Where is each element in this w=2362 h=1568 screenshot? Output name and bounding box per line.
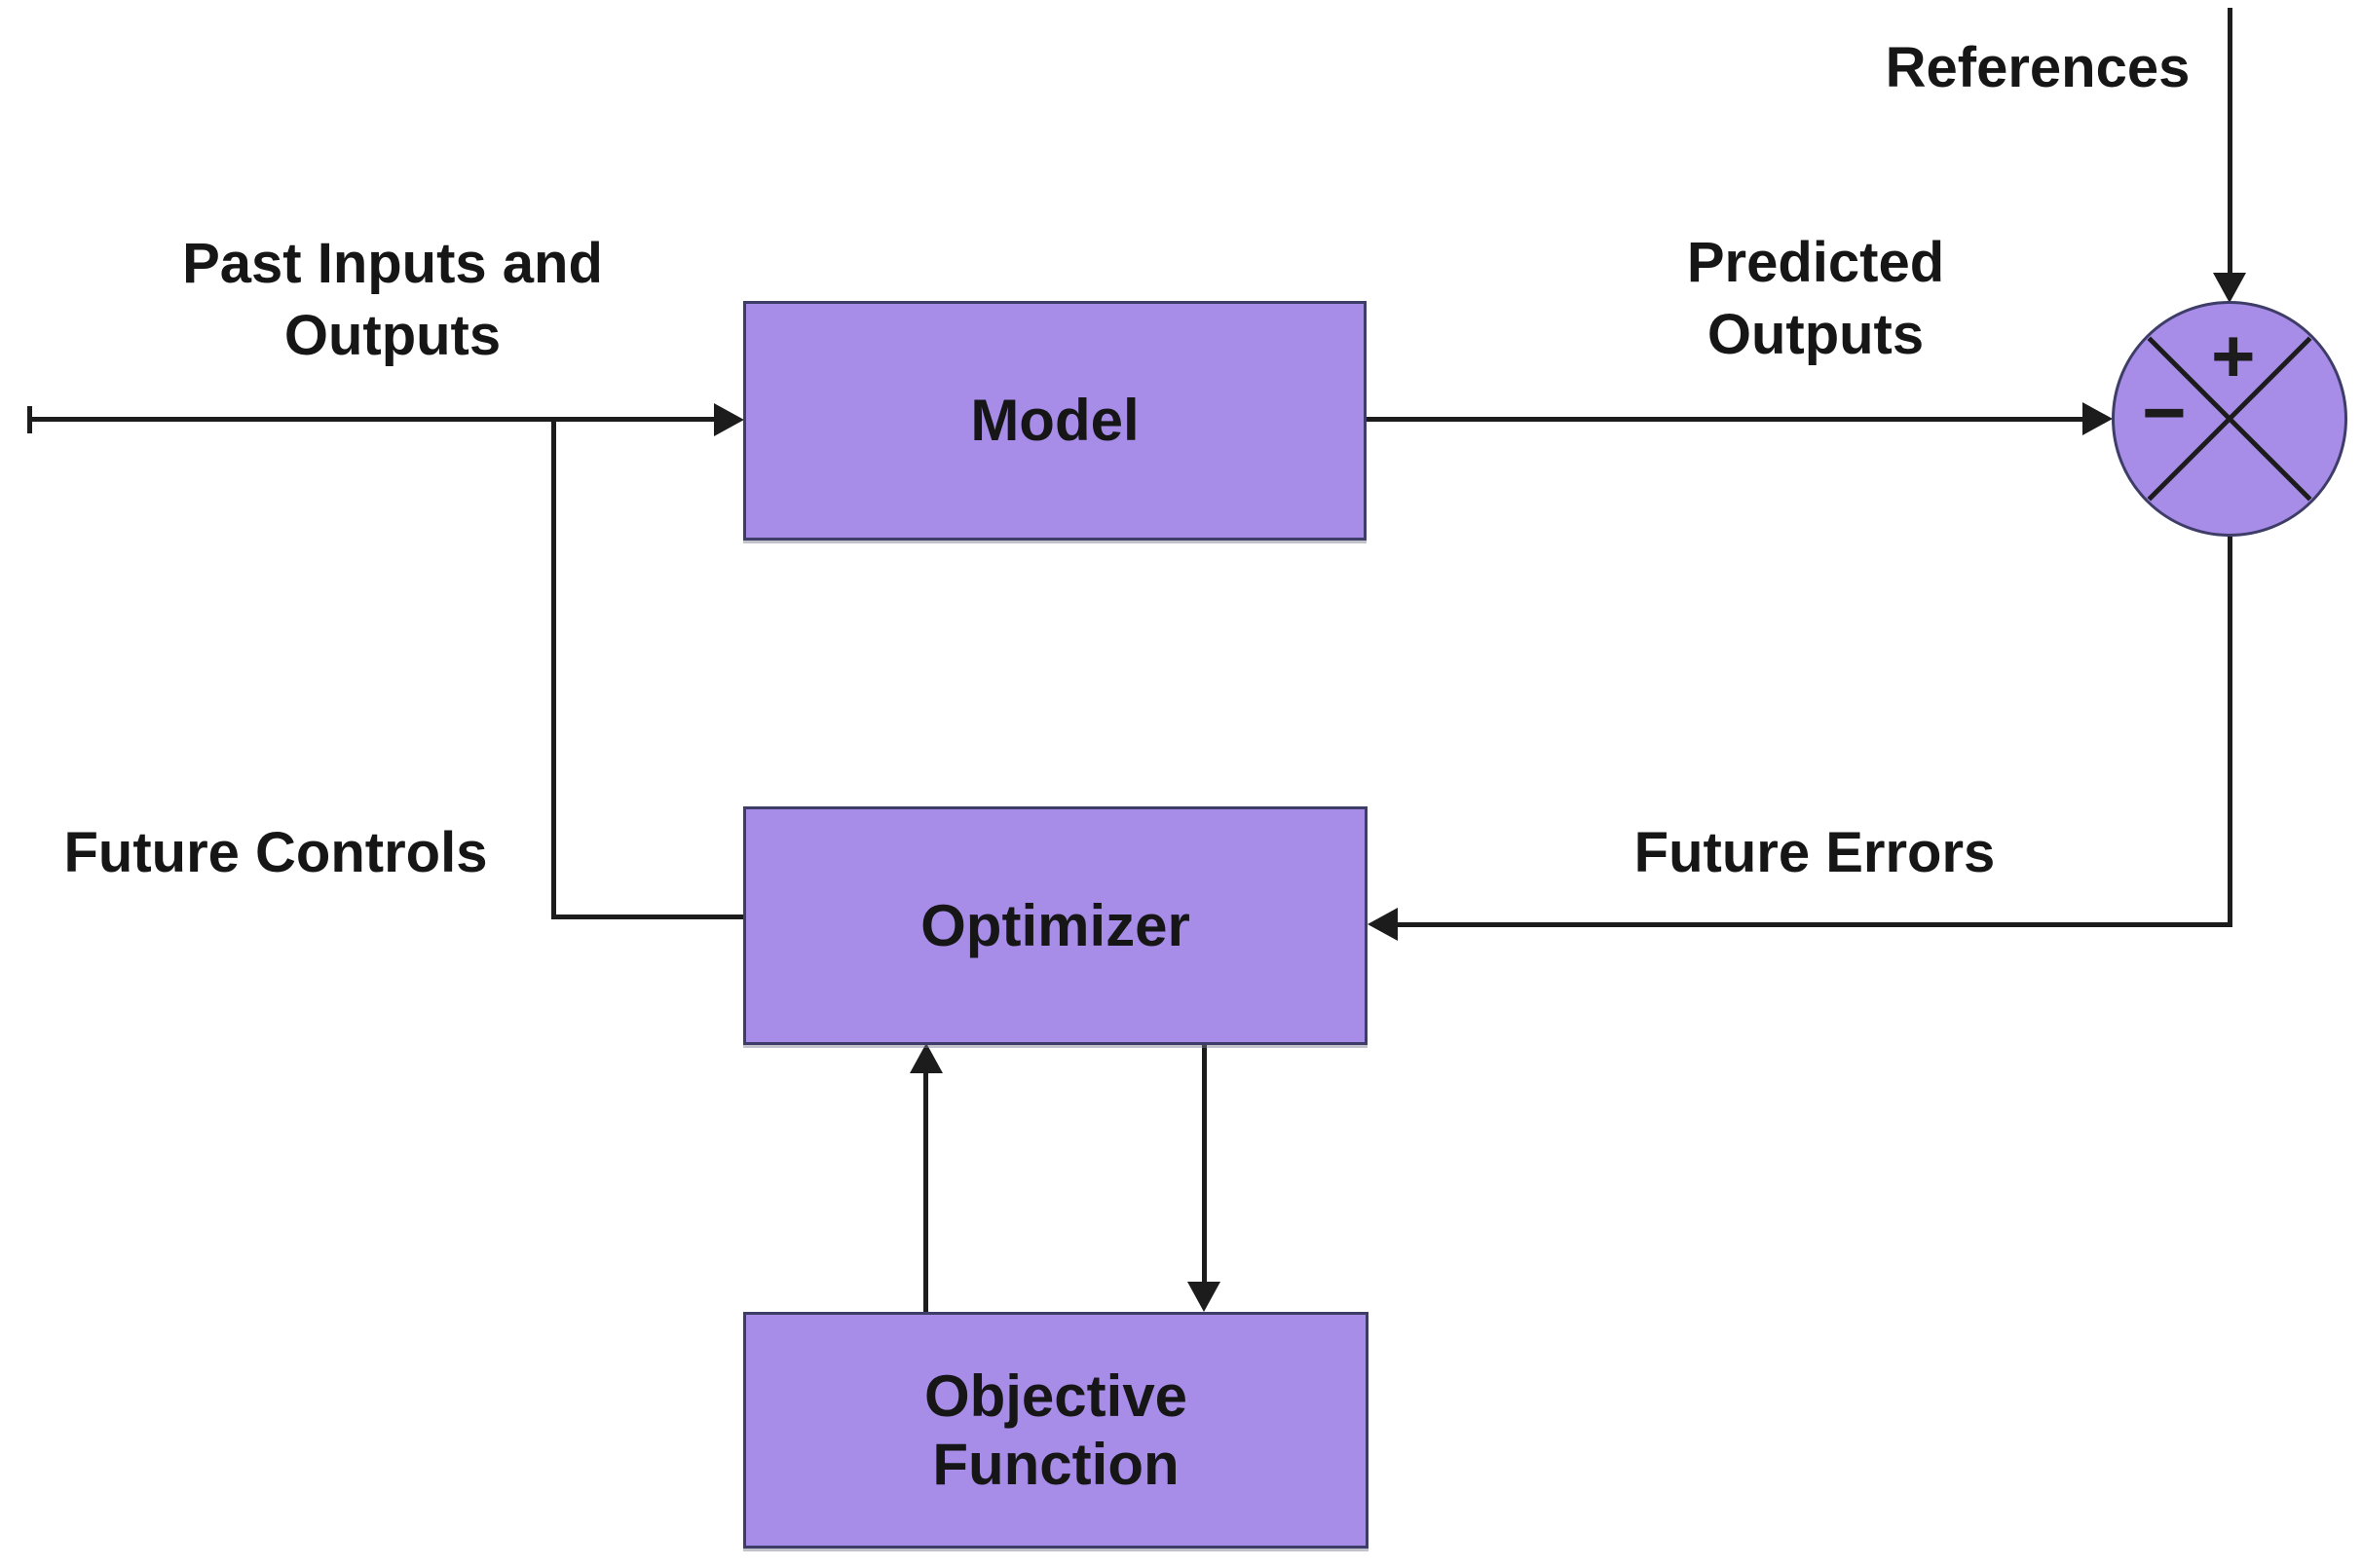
minus-sign-icon: −: [2142, 369, 2187, 455]
label-past-inputs-line2: Outputs: [283, 304, 502, 367]
line-future-controls-vertical: [551, 420, 556, 919]
label-past-inputs-line1: Past Inputs and: [182, 232, 603, 295]
line-past-inputs-to-model: [29, 417, 714, 422]
label-past-inputs-outputs: Past Inputs and Outputs: [81, 228, 704, 372]
model-block-label: Model: [970, 388, 1140, 453]
plus-sign-icon: +: [2211, 313, 2256, 398]
label-predicted-outputs: Predicted Outputs: [1572, 227, 2059, 371]
arrowhead-into-model-icon: [714, 403, 744, 436]
label-predicted-line2: Outputs: [1706, 303, 1925, 366]
optimizer-block: Optimizer: [743, 806, 1368, 1045]
line-future-controls-horizontal: [551, 915, 746, 919]
arrowhead-into-optimizer-icon: [1368, 908, 1398, 941]
optimizer-block-label: Optimizer: [920, 892, 1190, 958]
objective-function-block: Objective Function: [743, 1312, 1368, 1549]
arrowhead-into-summing-junction-icon: [2082, 402, 2113, 435]
label-predicted-line1: Predicted: [1686, 231, 1945, 294]
label-future-errors: Future Errors: [1633, 821, 1996, 884]
line-optimizer-to-objective: [1202, 1045, 1207, 1284]
line-predicted-outputs: [1367, 417, 2084, 422]
arrowhead-down-into-objective-icon: [1187, 1282, 1220, 1312]
label-references: References: [1885, 36, 2191, 99]
objective-function-label-line2: Function: [932, 1431, 1180, 1497]
objective-function-label-line1: Objective: [923, 1363, 1188, 1429]
model-block: Model: [743, 301, 1367, 541]
line-errors-horizontal: [1397, 922, 2232, 927]
arrowhead-references-down-icon: [2213, 273, 2246, 303]
line-references: [2228, 8, 2232, 273]
label-future-controls: Future Controls: [63, 821, 488, 884]
line-errors-vertical: [2228, 537, 2232, 927]
arrowhead-up-into-optimizer-icon: [910, 1043, 943, 1073]
line-objective-to-optimizer: [923, 1072, 928, 1312]
summing-junction: + −: [2112, 301, 2347, 537]
